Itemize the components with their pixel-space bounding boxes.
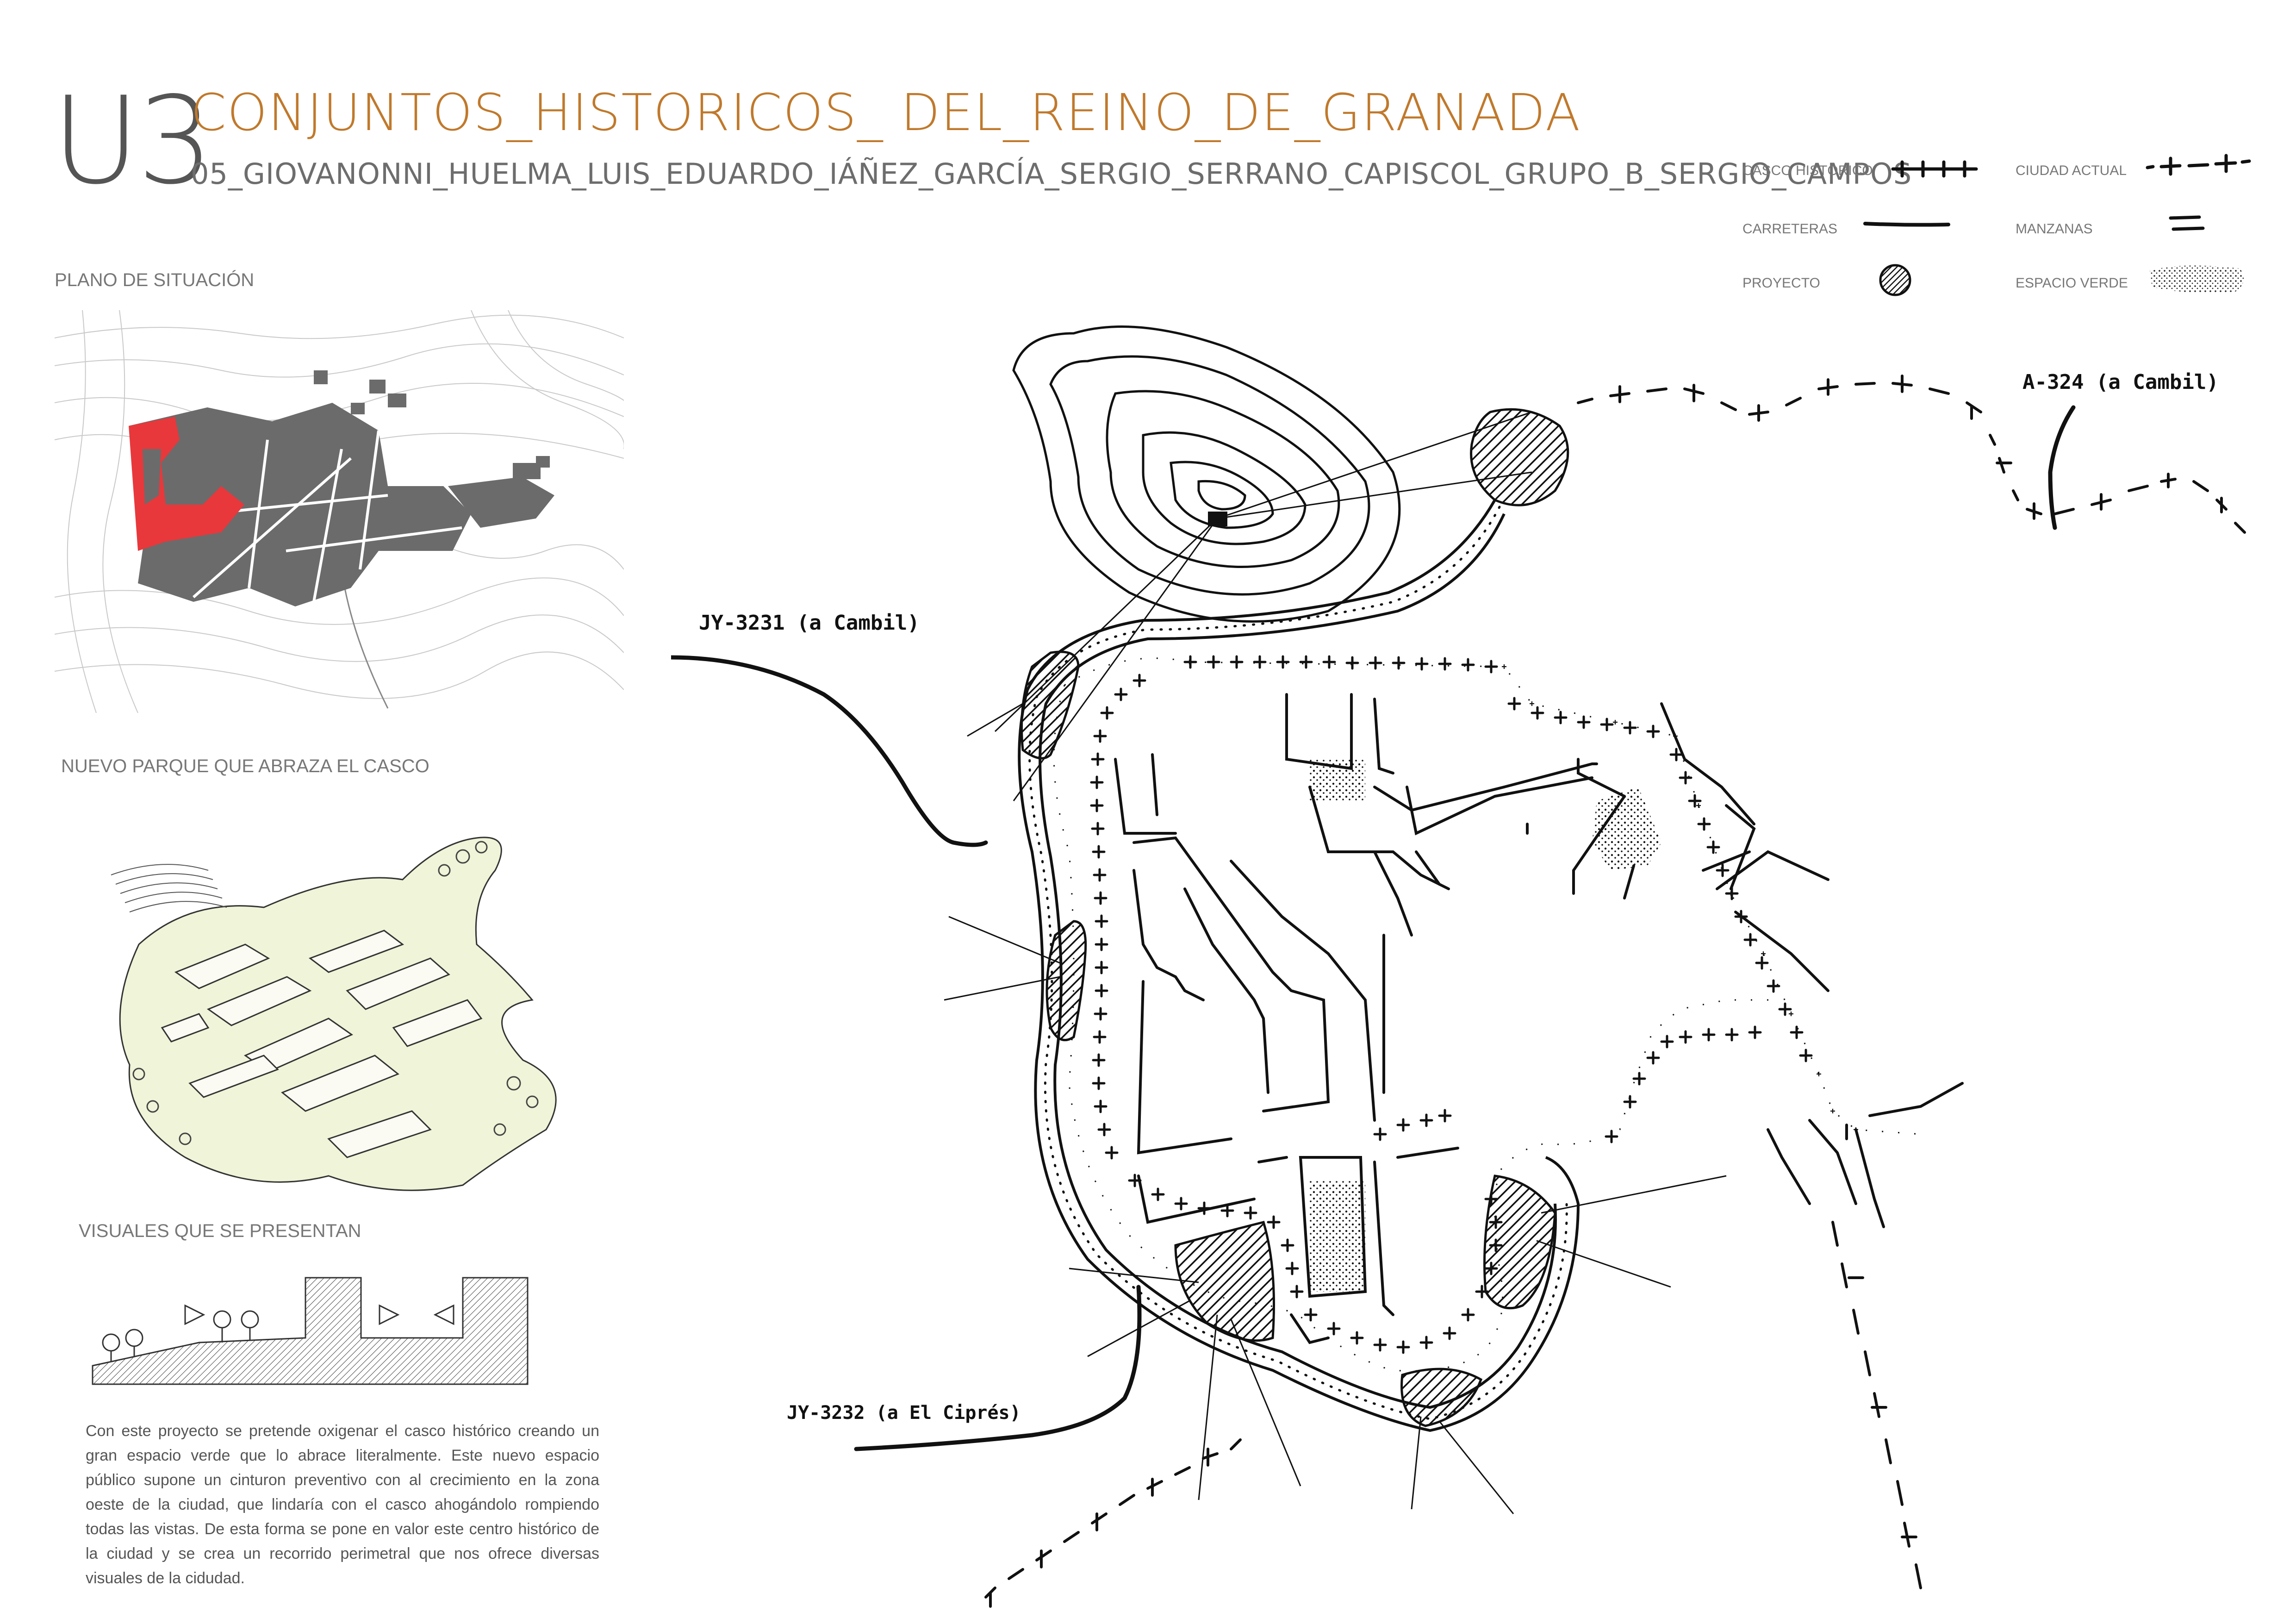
- roads: [671, 405, 2076, 1451]
- road-a324: [2048, 405, 2076, 530]
- legend-carreteras-label: CARRETERAS: [1742, 221, 1838, 237]
- legend-manzanas-label: MANZANAS: [2016, 221, 2093, 237]
- perimeter-belt: [1018, 499, 1580, 1432]
- legend-espacio-verde-label: ESPACIO VERDE: [2016, 275, 2128, 291]
- page-title: CONJUNTOS_HISTORICOS_ DEL_REINO_DE_GRANA…: [191, 83, 1581, 142]
- section-trees: [102, 1310, 259, 1361]
- historic-path-segment-2: [1053, 685, 1782, 1372]
- label-a324: A-324 (a Cambil): [2022, 370, 2219, 394]
- historic-crosses: [1090, 655, 1813, 1354]
- park-sketch: [69, 806, 602, 1218]
- legend-casco-historico-label: CASCO HISTÓRICO: [1742, 163, 1873, 178]
- road-jy3232: [854, 1285, 1142, 1451]
- legend-carreteras-symbol: [1863, 222, 1950, 227]
- situation-plan: [55, 310, 624, 713]
- park-buildings: [161, 930, 483, 1158]
- current-city-lines: [984, 375, 2246, 1608]
- main-map: JY-3231 (a Cambil) JY-3232 (a El Ciprés)…: [671, 325, 2246, 1608]
- legend-casco-historico-symbol: [1891, 160, 1978, 178]
- park-outline: [119, 837, 557, 1191]
- park-hatching: [111, 864, 227, 912]
- authors-line: 05_GIOVANONNI_HUELMA_LUIS_EDUARDO_IÁÑEZ_…: [191, 157, 1912, 191]
- unit-label: U3: [52, 71, 214, 211]
- historic-path-segment-1: [1064, 657, 1921, 1135]
- visuals-sketch: [83, 1250, 555, 1403]
- streets: [161, 430, 462, 602]
- legend-ciudad-actual-symbol: [2146, 154, 2251, 176]
- project-description: Con este proyecto se pretende oxigenar e…: [86, 1422, 599, 1587]
- legend-proyecto-label: PROYECTO: [1742, 275, 1820, 291]
- legend-espacio-verde-symbol: [2150, 265, 2244, 293]
- hill-contours: [1012, 325, 1401, 623]
- belt-dots: [1028, 506, 1568, 1420]
- nuevo-parque-title: NUEVO PARQUE QUE ABRAZA EL CASCO: [61, 756, 429, 776]
- legend-proyecto-symbol: [1879, 264, 1911, 296]
- visuales-title: VISUALES QUE SE PRESENTAN: [79, 1221, 361, 1241]
- view-lines: [944, 703, 1727, 1514]
- label-jy3231: JY-3231 (a Cambil): [699, 611, 920, 635]
- label-jy3232: JY-3232 (a El Ciprés): [787, 1402, 1021, 1424]
- park-trees: [132, 841, 539, 1145]
- road-jy3231: [671, 655, 988, 847]
- view-arrows: [184, 1304, 454, 1325]
- green-spaces: [1310, 759, 1661, 1292]
- section-profile: [92, 1277, 529, 1385]
- sight-lines: [994, 411, 1532, 801]
- legend-ciudad-actual-label: CIUDAD ACTUAL: [2016, 163, 2127, 178]
- plano-situacion-title: PLANO DE SITUACIÓN: [55, 270, 255, 290]
- legend-manzanas-symbol: [2169, 215, 2205, 231]
